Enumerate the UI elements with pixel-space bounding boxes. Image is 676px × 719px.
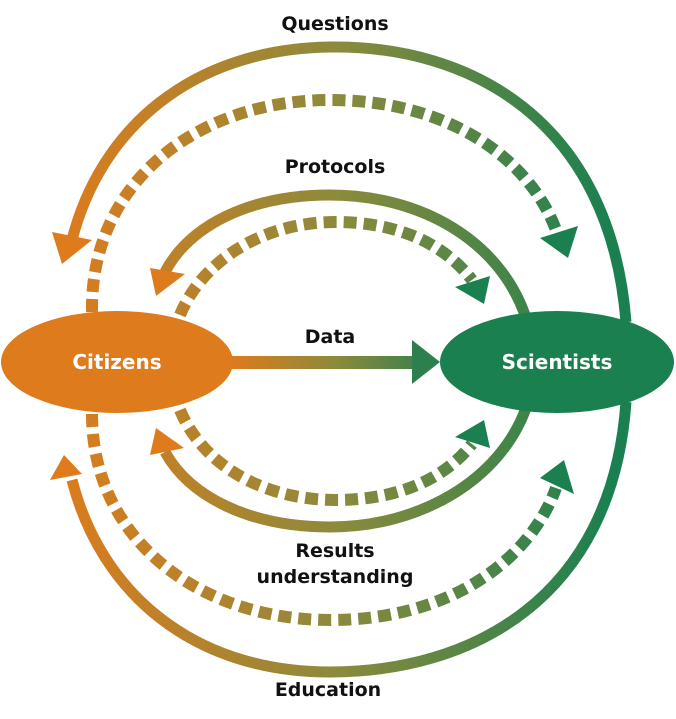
protocols-label: Protocols [284, 156, 386, 178]
scientists-label: Scientists [501, 350, 613, 374]
data-label: Data [304, 326, 356, 348]
scientists-node [440, 311, 674, 413]
education-solid-arrow [50, 401, 632, 678]
questions-label: Questions [281, 13, 389, 35]
arrowhead-icon [150, 428, 184, 455]
arrowhead-icon [150, 268, 185, 296]
protocols-dashed-arrow [174, 215, 490, 318]
questions-dashed-arrow [85, 93, 578, 313]
data-arrow [228, 340, 440, 384]
education-label: Education [274, 679, 382, 701]
arrowhead-icon [455, 276, 490, 304]
citizens-node [1, 311, 233, 413]
arrowhead-icon [52, 232, 92, 264]
results-label-line2: understanding [256, 566, 414, 588]
citizens-label: Citizens [72, 350, 162, 374]
arrowhead-icon [540, 460, 574, 494]
arrowhead-icon [455, 420, 490, 448]
arrowhead-icon [540, 226, 578, 258]
education-dashed-arrow [86, 413, 574, 627]
results-dashed-arrow [174, 407, 490, 507]
protocols-solid-arrow [150, 189, 532, 320]
results-solid-arrow [150, 406, 532, 533]
results-label-line1: Results [295, 540, 375, 562]
questions-solid-arrow [52, 41, 632, 323]
arrowhead-icon [50, 455, 82, 480]
arrowhead-icon [412, 340, 440, 384]
